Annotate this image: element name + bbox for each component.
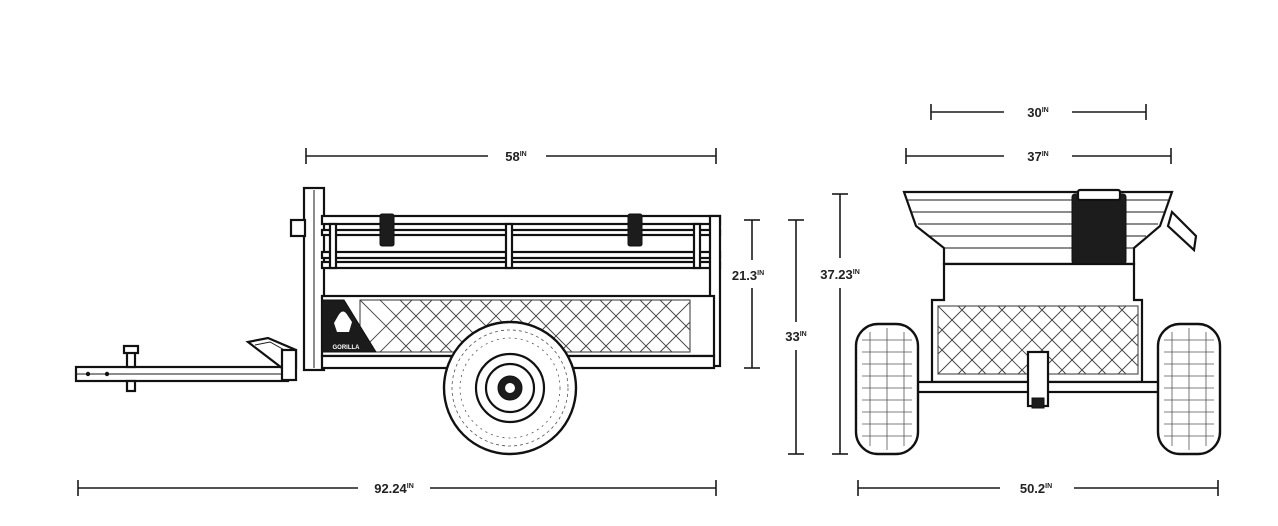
dim-value: 37 (1027, 149, 1041, 164)
dim-unit: IN (407, 483, 414, 490)
dim-side-bed-length: 58IN (305, 148, 717, 164)
rear-right-tire (1156, 322, 1222, 456)
dim-unit: IN (1042, 107, 1049, 114)
gorilla-logo-plate: GORILLA (321, 299, 377, 353)
logo-text: GORILLA (333, 345, 361, 351)
rear-left-tire (854, 322, 920, 456)
svg-text:37IN: 37IN (1027, 149, 1048, 164)
dim-side-bed-depth: 21.3IN (732, 219, 764, 369)
dim-value: 33 (785, 329, 799, 344)
svg-text:21.3IN: 21.3IN (732, 268, 764, 283)
dim-rear-bed-width: 37IN (905, 148, 1172, 164)
dim-side-overall-length: 92.24IN (77, 480, 717, 496)
dim-value: 92.24 (374, 481, 407, 496)
dim-unit: IN (1045, 483, 1052, 490)
dim-value: 30 (1027, 105, 1041, 120)
tongue (74, 336, 298, 393)
dim-rear-overall-width: 50.2IN (857, 480, 1219, 496)
svg-text:33IN: 33IN (785, 329, 806, 344)
dim-value: 58 (505, 149, 519, 164)
dim-unit: IN (520, 151, 527, 158)
svg-text:92.24IN: 92.24IN (374, 481, 414, 496)
dim-rear-height: 37.23IN (820, 193, 860, 455)
side-view: GORILLA (74, 186, 722, 456)
dim-value: 21.3 (732, 268, 757, 283)
dim-unit: IN (800, 331, 807, 338)
svg-text:37.23IN: 37.23IN (820, 267, 860, 282)
svg-text:50.2IN: 50.2IN (1020, 481, 1052, 496)
dim-rear-inner-width: 30IN (930, 104, 1147, 120)
dim-value: 50.2 (1020, 481, 1045, 496)
dim-side-height: 33IN (785, 219, 807, 455)
side-wheel (442, 320, 578, 456)
bed-frame: GORILLA (289, 186, 722, 372)
dim-unit: IN (1042, 151, 1049, 158)
dim-value: 37.23 (820, 267, 853, 282)
dim-unit: IN (757, 270, 764, 277)
rear-view (854, 188, 1222, 456)
svg-text:30IN: 30IN (1027, 105, 1048, 120)
dim-unit: IN (853, 269, 860, 276)
svg-text:58IN: 58IN (505, 149, 526, 164)
